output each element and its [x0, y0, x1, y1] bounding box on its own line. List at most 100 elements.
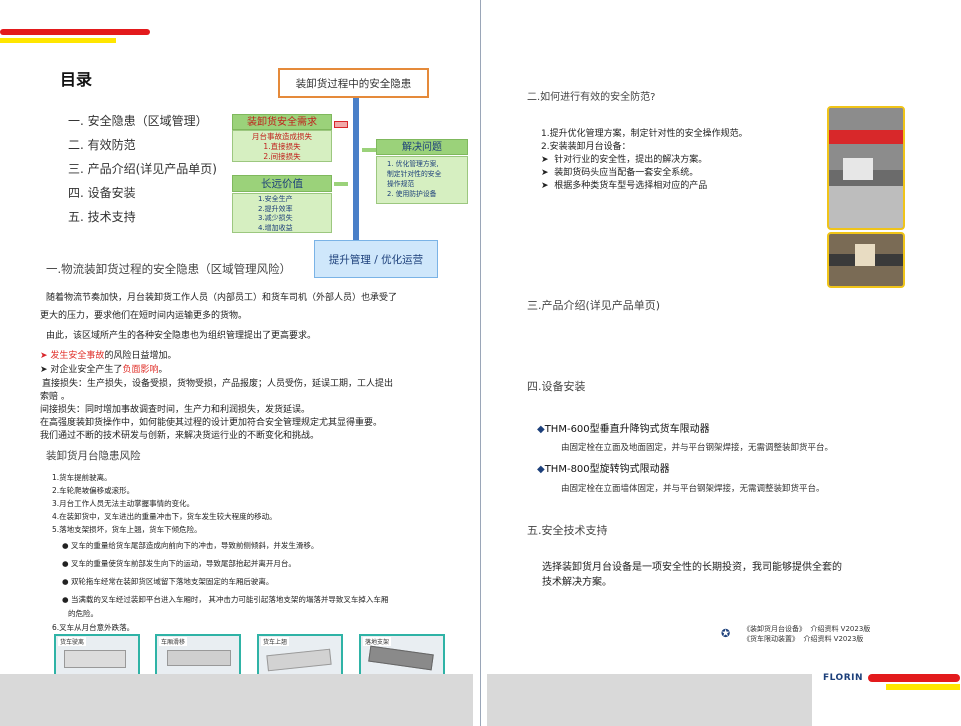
install-item-name: THM-600型垂直升降钩式货车限动器 — [544, 424, 710, 435]
hazard-dot-item: ● 叉车的重量使货车前部发生向下的运动，导致尾部抬起并离开月台。 — [62, 559, 296, 568]
right-footer-band — [487, 674, 812, 726]
hazard-item: 1.货车提前驶离。 — [52, 473, 112, 482]
hazard-item: 6.叉车从月台意外跌落。 — [52, 623, 135, 632]
right-bullet-text: 针对行业的安全性，提出的解决方案。 — [554, 155, 708, 165]
diagram-bottom-box: 提升管理 / 优化运营 — [314, 240, 438, 278]
install-item-desc: 由固定栓在立面及地面固定，并与平台钢架焊接，无需调整装卸货平台。 — [561, 443, 834, 453]
right-section2-line: 2.安装装卸月台设备： — [541, 142, 631, 152]
hazard-dot-text: 叉车的重量给货车尾部造成向前向下的冲击，导致前侧倾斜，并发生滑移。 — [70, 541, 319, 550]
yellow-accent-bar — [886, 684, 960, 690]
floor-shape — [829, 186, 903, 228]
hook-shape — [855, 244, 875, 266]
toc-item-3: 三. 产品介绍(详见产品单页) — [68, 162, 217, 176]
section1-line: 索赔 。 — [40, 392, 70, 402]
hazard-item: 2.车轮爬坡偏移或滚形。 — [52, 486, 135, 495]
solve-item: 1. 优化管理方案, — [387, 160, 439, 168]
star-icon: ✪ — [721, 627, 731, 640]
hazard-illustration: 落地支架 — [359, 634, 445, 678]
section1-line: 在高强度装卸货操作中，如何能使其过程的设计更加符合安全管理规定尤其显得重要。 — [40, 418, 383, 428]
truck-shape — [64, 650, 126, 668]
illustration-label: 货车驶离 — [58, 637, 87, 646]
bullet-item: ➤ 对企业安全产生了负面影响。 — [40, 362, 167, 375]
arrow-bullet-icon: ➤ — [40, 365, 48, 375]
arrow-bullet-icon: ➤ — [541, 181, 549, 191]
hazard-dot-item: ● 叉车的重量给货车尾部造成向前向下的冲击，导致前侧倾斜，并发生滑移。 — [62, 541, 319, 550]
install-item-name: THM-800型旋转钩式限动器 — [544, 464, 670, 475]
right-bullet: ➤ 装卸货码头应当配备一套安全系统。 — [541, 165, 698, 178]
section2-title: 装卸货月台隐患风险 — [46, 450, 141, 462]
right-section5-title: 五.安全技术支持 — [527, 524, 608, 537]
truck-shape — [368, 645, 434, 671]
hazard-dot-item: ● 双轮拖车经常在装卸货区域留下落地支架固定的车厢后驶离。 — [62, 577, 274, 586]
hazard-dot-text: 当满载的叉车经过装卸平台进入车厢时， 其冲击力可能引起落地支架的塌落并导致叉车掉… — [70, 595, 389, 604]
bullet-text: 的风险日益增加。 — [104, 351, 177, 361]
section1-line: 直接损失：生产损失，设备受损，货物受损，产品报废；人员受伤，延误工期，工人提出 — [42, 379, 394, 389]
need-item: 1.直接损失 — [263, 142, 301, 151]
reference-line: 《货车限动装置》 介绍资料 V2023版 — [743, 634, 863, 644]
truck-shape — [266, 648, 332, 672]
arrow-bullet-icon: ➤ — [541, 168, 549, 178]
section1-line: 我们通过不断的技术研发与创新，来解决货运行业的不断变化和挑战。 — [40, 431, 320, 441]
yellow-accent-bar — [0, 38, 116, 43]
right-bullet: ➤ 根据多种类货车型号选择相对应的产品 — [541, 178, 707, 191]
reference-name: 《装卸货月台设备》 — [743, 625, 806, 633]
toc-item-4: 四. 设备安装 — [68, 186, 136, 200]
hazard-dot-cont: 的危险。 — [68, 609, 98, 618]
product-photo-2 — [827, 232, 905, 288]
value-item: 4.增加收益 — [258, 223, 293, 232]
illustration-label: 货车上翘 — [261, 637, 290, 646]
hazard-item: 4.在装卸货中，叉车进出的重量冲击下，货车发生较大程度的移动。 — [52, 512, 277, 521]
left-footer-band — [0, 674, 473, 726]
toc-item-5: 五. 技术支持 — [68, 210, 136, 224]
red-accent-bar — [868, 674, 960, 682]
solve-item: 操作规范 — [387, 180, 415, 188]
value-item: 2.提升效率 — [258, 204, 293, 213]
right-arrow-icon — [334, 121, 348, 128]
illustration-label: 落地支架 — [363, 637, 392, 646]
diagram-vertical-connector — [353, 92, 359, 264]
right-section5-line: 技术解决方案。 — [542, 577, 612, 588]
section1-para1-line: 更大的压力，要求他们在短时间内运输更多的货物。 — [40, 311, 248, 321]
left-arrow-icon — [362, 148, 376, 152]
solve-item: 制定针对性的安全 — [387, 170, 442, 178]
right-page: 二.如何进行有效的安全防范? 1.提升优化管理方案，制定针对性的安全操作规范。 … — [481, 0, 961, 726]
illustration-label: 车厢滑移 — [159, 637, 188, 646]
hook-shape — [843, 158, 873, 180]
hazard-dot-text: 叉车的重量使货车前部发生向下的运动，导致尾部抬起并离开月台。 — [70, 559, 296, 568]
left-arrow-icon — [334, 182, 348, 186]
value-item: 3.减少损失 — [258, 214, 293, 222]
value-title-box: 长远价值 — [232, 175, 332, 192]
solve-items-box: 1. 优化管理方案, 制定针对性的安全 操作规范 2. 使用防护设备 — [376, 156, 468, 204]
solve-title-box: 解决问题 — [376, 139, 468, 155]
section1-para1-line: 随着物流节奏加快，月台装卸货工作人员（内部员工）和货车司机（外部人员）也承受了 — [46, 293, 398, 303]
right-section3-title: 三.产品介绍(详见产品单页) — [527, 299, 661, 312]
need-item: 月台事故造成损失 — [252, 132, 312, 141]
diagram-top-box: 装卸货过程中的安全隐患 — [278, 68, 429, 98]
hazard-dot-item: ● 当满载的叉车经过装卸平台进入车厢时， 其冲击力可能引起落地支架的塌落并导致叉… — [62, 595, 389, 604]
right-section4-title: 四.设备安装 — [527, 380, 586, 393]
arrow-bullet-icon: ➤ — [541, 155, 549, 165]
reference-tag: 介绍资料 V2023版 — [803, 635, 864, 643]
right-section2-line: 1.提升优化管理方案，制定针对性的安全操作规范。 — [541, 129, 748, 139]
need-title-box: 装卸货安全需求 — [232, 114, 332, 130]
section1-line: 间接损失：同时增加事故调查时间，生产力和利润损失，发货延误。 — [40, 405, 311, 415]
red-bracket-shape — [829, 130, 903, 144]
bullet-text: 。 — [158, 365, 168, 375]
right-section5-line: 选择装卸货月台设备是一项安全性的长期投资，我司能够提供全套的 — [542, 562, 842, 573]
arrow-bullet-icon: ➤ — [40, 351, 48, 361]
bullet-red-text: 负面影响 — [122, 365, 159, 375]
section1-title: 一.物流装卸货过程的安全隐患（区域管理风险） — [46, 262, 292, 276]
right-section2-title: 二.如何进行有效的安全防范? — [527, 92, 656, 103]
need-items-box: 月台事故造成损失 1.直接损失 2.间接损失 — [232, 130, 332, 162]
install-item-desc: 由固定栓在立面墙体固定，并与平台钢架焊接，无需调整装卸货平台。 — [561, 484, 825, 494]
truck-shape — [167, 650, 231, 666]
page-divider — [480, 0, 481, 726]
right-bullet-text: 根据多种类货车型号选择相对应的产品 — [554, 181, 708, 191]
diamond-bullet-icon: ◆ — [537, 424, 545, 435]
solve-item: 2. 使用防护设备 — [387, 190, 437, 198]
value-item: 1.安全生产 — [258, 195, 293, 203]
need-item: 2.间接损失 — [263, 152, 301, 161]
toc-title: 目录 — [60, 70, 93, 89]
right-bullet-text: 装卸货码头应当配备一套安全系统。 — [554, 168, 699, 178]
brand-logo: FLORIN — [823, 673, 864, 683]
